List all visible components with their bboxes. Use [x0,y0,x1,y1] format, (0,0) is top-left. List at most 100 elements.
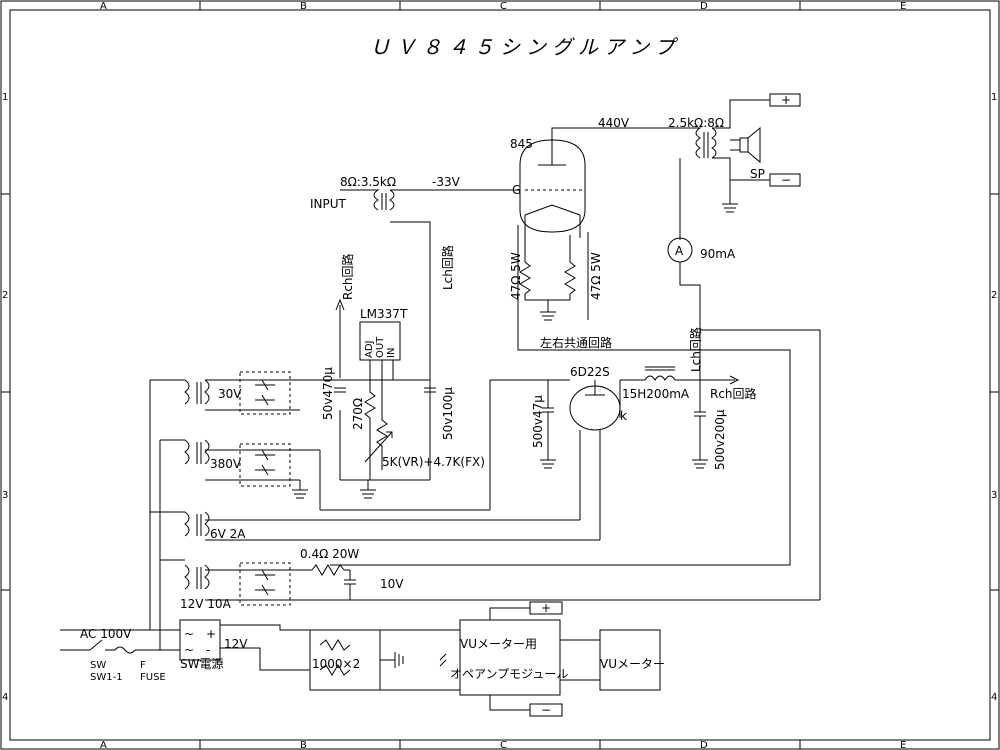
output-transformer-label: 2.5kΩ:8Ω [668,116,724,130]
rch-circuit-label: Rch回路 [340,253,355,300]
ground-icon [722,180,738,213]
regulator-pin-in: IN [386,348,397,358]
tube-6d22s [569,380,621,431]
psu-plus: + [206,627,216,641]
vr-label: 5K(VR)+4.7K(FX) [382,455,485,469]
col-label-top-a: A [100,1,107,12]
row-label-right-3: 3 [991,490,997,501]
input-transformer-label: 8Ω:3.5kΩ [340,175,396,189]
speaker-icon [730,126,761,164]
fuse-label: FUSE [140,672,166,683]
col-label-bottom-e: E [900,740,906,750]
col-label-top-e: E [900,1,906,12]
power-bus [149,379,185,650]
grid-label: G [512,183,521,197]
regulator-pin-out: OUT [375,336,386,358]
filament-resistor-2-label: 47Ω 5W [589,252,603,300]
speaker-label: SP [750,167,765,181]
cap-500v200-label: 500v200μ [713,409,727,470]
cathode-label: k [620,409,627,423]
resistor-04ohm-label: 0.4Ω 20W [300,547,359,561]
regulated-10v-label: 10V [380,577,404,591]
opamp-module-box [459,619,561,696]
bias-wiring [300,360,436,499]
col-label-bottom-c: C [500,740,507,750]
fuse-f-label: F [140,660,146,671]
grid-voltage-label: -33V [432,175,461,189]
module-minus-terminal [529,703,563,717]
resistor-270-label: 270Ω [351,398,365,430]
psu-out-wiring [220,624,460,691]
col-label-top-d: D [700,1,708,12]
ac-100v-label: AC 100V [80,627,132,641]
psu-12v-label: 12V [224,637,248,651]
bridge-rectifier-2 [239,443,308,499]
col-label-top-b: B [300,1,307,12]
vu-meter-label: VUメーター [600,657,665,671]
input-transformer [340,189,520,390]
col-label-bottom-b: B [300,740,307,750]
transformer-380v [184,379,570,511]
regulator-pin-adj: ADJ [364,341,375,359]
resistor-1000x2-label: 1000×2 [312,657,360,671]
module-plus-terminal [529,601,563,615]
rch-circuit-2-label: Rch回路 [710,386,757,401]
row-label-right-2: 2 [991,290,997,301]
switch-label: SW [90,660,106,671]
psu-minus: - [206,643,210,657]
row-label-right-4: 4 [991,692,997,703]
row-label-right-1: 1 [991,92,997,103]
plate-voltage-label: 440V [598,116,630,130]
row-label-left-3: 3 [2,490,8,501]
cap-500v47-label: 500v47μ [531,395,545,448]
input-label: INPUT [310,197,347,211]
opamp-wiring [439,607,600,711]
regulator-label: LM337T [360,307,408,321]
bridge-rectifier-3 [239,562,291,606]
lch-circuit-label: Lch回路 [440,245,455,290]
vu-meter-box [599,629,661,691]
plate-wire [551,127,680,152]
transformer-6v-label: 6V 2A [210,527,246,541]
tube-845 [519,139,586,233]
psu-tilde-1: ~ [184,627,194,641]
transformer-30v-label: 30V [218,387,242,401]
vu-meter-driver-label: VUメーター用 [460,637,537,651]
ammeter-symbol: A [675,244,684,258]
filament-resistors [330,225,791,566]
arrow-up-icon [335,298,345,311]
output-transformer [679,99,770,240]
filter-cap-500v200 [692,380,708,469]
psu-tilde-2: ~ [184,643,194,657]
output-minus-label: − [781,173,791,187]
resistor-04ohm [300,329,821,601]
module-minus-label: − [541,703,551,717]
ac-input-wiring [60,629,180,654]
col-label-bottom-d: D [700,740,708,750]
opamp-module-label: オペアンプモジュール [450,667,568,681]
tube-6d22s-label: 6D22S [570,365,610,379]
b-plus-wire [679,262,701,380]
transformer-12v-label: 12V 10A [180,597,232,611]
filament-resistor-1-label: 47Ω 5W [509,252,523,300]
col-label-bottom-a: A [100,740,107,750]
transformer-12v [184,564,300,601]
filter-cap-500v47 [540,380,556,469]
module-plus-label: + [541,601,551,615]
row-label-left-2: 2 [2,290,8,301]
row-label-left-1: 1 [2,92,8,103]
lch-circuit-2-label: Lch回路 [688,327,703,372]
bridge-rectifier-1 [239,371,291,415]
ammeter-current-label: 90mA [700,247,736,261]
tube-845-label: 845 [510,137,533,151]
cap-50v470-label: 50v470μ [321,367,335,420]
common-circuit-label: 左右共通回路 [540,335,612,350]
output-plus-label: + [781,93,791,107]
output-plus-terminal [769,93,801,107]
choke-label: 15H200mA [622,387,690,401]
transformer-6v [184,430,601,541]
row-label-left-4: 4 [2,692,8,703]
cap-50v100-label: 50v100μ [441,387,455,440]
